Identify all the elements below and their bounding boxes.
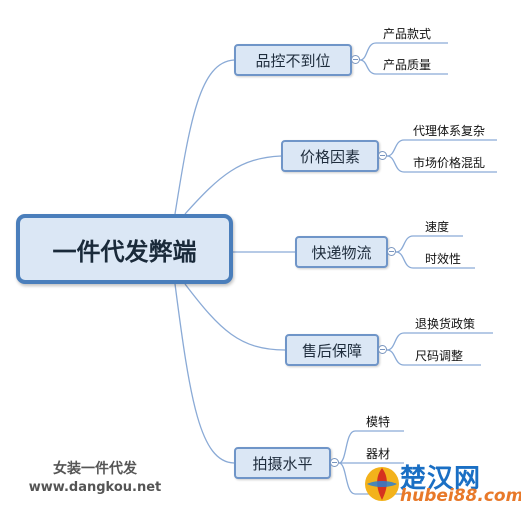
connector-root-branch-5 bbox=[174, 283, 235, 464]
watermark-url: www.dangkou.net bbox=[28, 480, 162, 495]
collapse-toggle-icon[interactable] bbox=[378, 345, 387, 354]
collapse-toggle-icon[interactable] bbox=[351, 55, 360, 64]
watermark-title: 女装一件代发 bbox=[53, 461, 137, 477]
logo-name: 楚汉网 bbox=[400, 464, 482, 494]
branch-node-quality-control[interactable]: 品控不到位 bbox=[234, 44, 352, 76]
collapse-toggle-icon[interactable] bbox=[387, 247, 396, 256]
leaf-node[interactable]: 器材 bbox=[366, 447, 391, 461]
connector-root-branch-4 bbox=[184, 283, 286, 351]
connector-branch-1-leaf-1 bbox=[359, 42, 448, 61]
leaf-node[interactable]: 模特 bbox=[366, 415, 391, 429]
connector-branch-2-leaf-1 bbox=[386, 139, 497, 157]
connector-branch-5-leaf-1 bbox=[338, 430, 404, 464]
connector-root-branch-2 bbox=[184, 155, 282, 215]
connector-branch-3-leaf-1 bbox=[395, 235, 463, 253]
root-node[interactable]: 一件代发弊端 bbox=[16, 214, 233, 284]
leaf-node[interactable]: 时效性 bbox=[425, 252, 462, 266]
leaf-node[interactable]: 产品质量 bbox=[383, 58, 432, 72]
connector-branch-2-leaf-2 bbox=[386, 155, 497, 173]
site-logo: 楚汉网 hubei88.com bbox=[360, 462, 521, 513]
connector-branch-1-leaf-2 bbox=[359, 59, 448, 75]
branch-node-after-sales[interactable]: 售后保障 bbox=[285, 334, 379, 366]
leaf-node[interactable]: 市场价格混乱 bbox=[413, 156, 486, 170]
collapse-toggle-icon[interactable] bbox=[378, 151, 387, 160]
logo-icon bbox=[365, 467, 399, 501]
connector-branch-5-leaf-3 bbox=[338, 462, 404, 495]
connector-root-branch-1 bbox=[174, 59, 235, 215]
connector-branch-3-leaf-2 bbox=[395, 251, 475, 269]
leaf-node[interactable]: 速度 bbox=[425, 220, 450, 234]
leaf-node[interactable]: 退换货政策 bbox=[415, 317, 476, 331]
branch-node-photography[interactable]: 拍摄水平 bbox=[234, 447, 331, 479]
leaf-node[interactable]: 代理体系复杂 bbox=[413, 124, 486, 138]
connector-branch-4-leaf-1 bbox=[386, 332, 493, 351]
collapse-toggle-icon[interactable] bbox=[330, 458, 339, 467]
branch-node-price-factors[interactable]: 价格因素 bbox=[281, 140, 379, 172]
logo-url: hubei88.com bbox=[400, 486, 521, 506]
leaf-node[interactable]: 尺码调整 bbox=[415, 349, 464, 363]
leaf-node[interactable]: 产品款式 bbox=[383, 27, 432, 41]
branch-node-express-logistics[interactable]: 快递物流 bbox=[295, 236, 388, 268]
connector-branch-4-leaf-2 bbox=[386, 349, 481, 366]
